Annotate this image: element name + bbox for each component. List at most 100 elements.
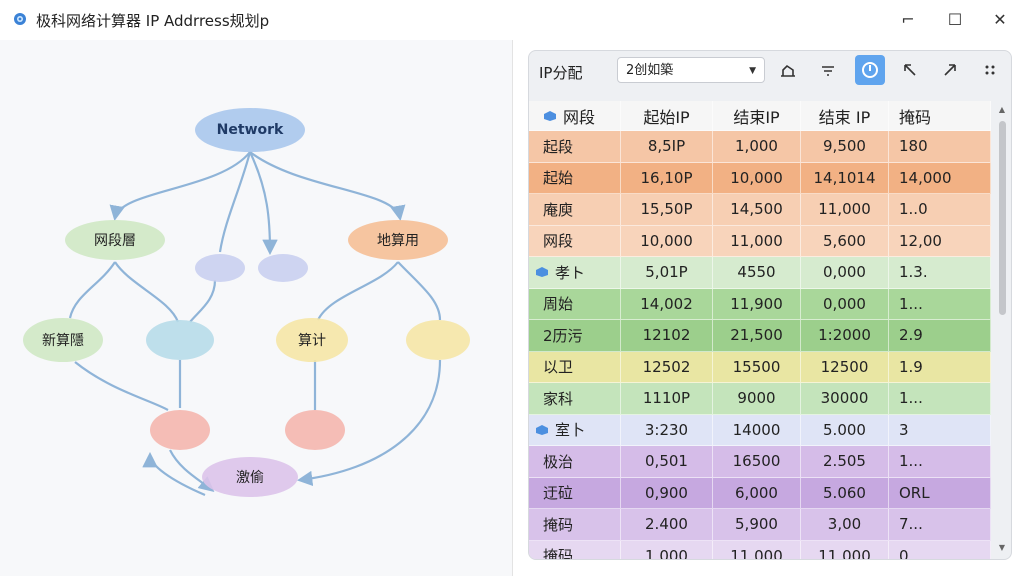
table-cell[interactable]: 15500 [713, 351, 801, 383]
diagram-node-network[interactable] [195, 108, 305, 152]
table-cell[interactable]: 起始 [529, 162, 621, 194]
table-cell[interactable]: 2.9 [889, 320, 991, 352]
diagram-node-pr[interactable] [285, 410, 345, 450]
diagram-node-pl[interactable] [150, 410, 210, 450]
table-cell[interactable]: 8,5IP [621, 131, 713, 163]
table-cell[interactable]: 0,000 [801, 257, 889, 289]
column-header-mask[interactable]: 掩码 [889, 101, 991, 131]
scroll-down-icon[interactable]: ▼ [998, 543, 1006, 552]
table-cell[interactable]: 1110P [621, 383, 713, 415]
table-cell[interactable]: 11,900 [713, 288, 801, 320]
table-cell[interactable]: 1,000 [713, 131, 801, 163]
table-cell[interactable]: ORL [889, 477, 991, 509]
table-cell[interactable]: 0 [889, 540, 991, 559]
table-cell[interactable]: 1..0 [889, 194, 991, 226]
allocation-select[interactable]: 2创如築 ▼ [617, 57, 765, 83]
diagram-node-mid1[interactable] [195, 254, 245, 282]
table-cell[interactable]: 1.9 [889, 351, 991, 383]
table-cell[interactable]: 网段 [529, 225, 621, 257]
table-cell[interactable]: 180 [889, 131, 991, 163]
table-cell[interactable]: 3:230 [621, 414, 713, 446]
table-cell[interactable]: 21,500 [713, 320, 801, 352]
power-button[interactable] [855, 55, 885, 85]
table-cell[interactable]: 周始 [529, 288, 621, 320]
diagram-node-mid2[interactable] [258, 254, 308, 282]
table-cell[interactable]: 10,000 [621, 225, 713, 257]
table-cell[interactable]: 室卜 [529, 414, 621, 446]
table-cell[interactable]: 10,000 [713, 162, 801, 194]
table-cell[interactable]: 9000 [713, 383, 801, 415]
table-cell[interactable]: 掩码 [529, 540, 621, 559]
table-cell[interactable]: 12500 [801, 351, 889, 383]
expand-button[interactable] [935, 55, 965, 85]
diagram-node-lr[interactable] [146, 320, 214, 360]
table-cell[interactable]: 0,000 [801, 288, 889, 320]
table-cell[interactable]: 14,500 [713, 194, 801, 226]
table-cell[interactable]: 15,50P [621, 194, 713, 226]
table-scrollbar[interactable]: ▲ ▼ [995, 101, 1009, 559]
table-cell[interactable]: 11,000 [713, 540, 801, 559]
diagram-node-ll[interactable] [23, 318, 103, 362]
table-cell[interactable]: 3 [889, 414, 991, 446]
table-cell[interactable]: 1... [889, 383, 991, 415]
table-cell[interactable]: 0,900 [621, 477, 713, 509]
table-cell[interactable]: 11,000 [713, 225, 801, 257]
table-cell[interactable]: 16,10P [621, 162, 713, 194]
diagram-node-bottom[interactable] [202, 457, 298, 497]
table-cell[interactable]: 14,000 [889, 162, 991, 194]
minimize-button[interactable]: ⌐ [888, 4, 928, 34]
table-cell[interactable]: 5,01P [621, 257, 713, 289]
upload-button[interactable] [773, 55, 803, 85]
table-cell[interactable]: 1,000 [621, 540, 713, 559]
diagram-node-rr[interactable] [406, 320, 470, 360]
wifi-button[interactable] [813, 55, 843, 85]
diagram-node-right[interactable] [348, 220, 448, 260]
table-cell[interactable]: 14000 [713, 414, 801, 446]
table-cell[interactable]: 5.000 [801, 414, 889, 446]
table-cell[interactable]: 5,900 [713, 509, 801, 541]
table-cell[interactable]: 1:2000 [801, 320, 889, 352]
table-cell[interactable]: 家科 [529, 383, 621, 415]
close-button[interactable]: ✕ [980, 4, 1020, 34]
column-header-segment[interactable]: 网段 [529, 101, 621, 131]
table-cell[interactable]: 9,500 [801, 131, 889, 163]
collapse-button[interactable] [895, 55, 925, 85]
table-cell[interactable]: 3,00 [801, 509, 889, 541]
maximize-button[interactable]: ☐ [935, 4, 975, 34]
table-cell[interactable]: 16500 [713, 446, 801, 478]
table-cell[interactable]: 11,000 [801, 540, 889, 559]
column-header-end-ip-2[interactable]: 结束 IP [801, 101, 889, 131]
scroll-thumb[interactable] [999, 121, 1006, 315]
column-header-start-ip[interactable]: 起始IP [621, 101, 713, 131]
table-cell[interactable]: 以卫 [529, 351, 621, 383]
table-cell[interactable]: 0,501 [621, 446, 713, 478]
table-cell[interactable]: 2.505 [801, 446, 889, 478]
table-cell[interactable]: 4550 [713, 257, 801, 289]
table-cell[interactable]: 5,600 [801, 225, 889, 257]
table-cell[interactable]: 6,000 [713, 477, 801, 509]
diagram-node-left[interactable] [65, 220, 165, 260]
scroll-up-icon[interactable]: ▲ [998, 105, 1006, 114]
table-cell[interactable]: 1... [889, 446, 991, 478]
table-cell[interactable]: 1... [889, 288, 991, 320]
table-cell[interactable]: 起段 [529, 131, 621, 163]
table-cell[interactable]: 5.060 [801, 477, 889, 509]
table-cell[interactable]: 2历污 [529, 320, 621, 352]
table-cell[interactable]: 7... [889, 509, 991, 541]
diagram-node-rl[interactable] [276, 318, 348, 362]
table-cell[interactable]: 庵庾 [529, 194, 621, 226]
